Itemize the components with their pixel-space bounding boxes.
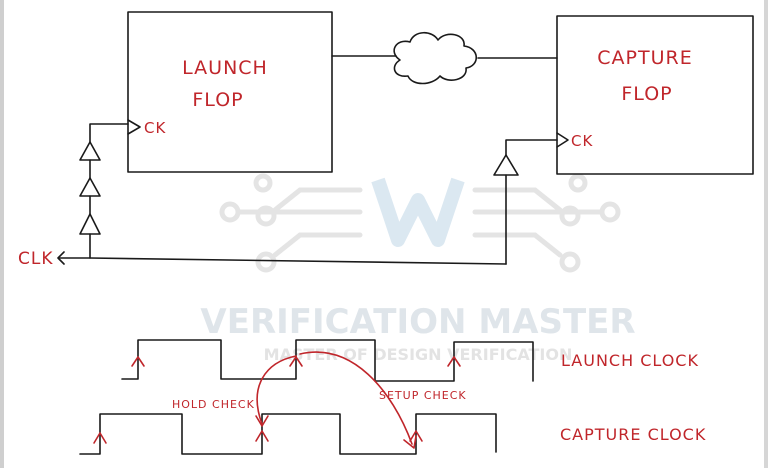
capture-flop-title: CAPTURE bbox=[597, 47, 692, 69]
clock-input-label: CLK bbox=[18, 249, 54, 269]
capture-clock-label: CAPTURE CLOCK bbox=[560, 425, 706, 444]
page-edge-left bbox=[0, 0, 4, 468]
capture-clock-buffer bbox=[493, 139, 558, 265]
launch-flop-box bbox=[127, 11, 333, 173]
capture-ck-pin-label: CK bbox=[571, 132, 593, 150]
setup-check-arrow bbox=[299, 351, 413, 445]
buffer-icon bbox=[493, 154, 519, 176]
capture-flop-box bbox=[556, 15, 754, 175]
capture-clock-rising-edge-markers bbox=[93, 430, 423, 444]
setup-check-arrowhead bbox=[403, 435, 417, 449]
setup-check-label: SETUP CHECK bbox=[379, 389, 467, 402]
hold-check-arrow bbox=[256, 355, 297, 425]
hold-check-arrowhead bbox=[255, 415, 269, 427]
buffer-icon bbox=[79, 177, 101, 197]
page-edge-right bbox=[764, 0, 768, 468]
capture-clock-waveform bbox=[79, 413, 497, 455]
combinational-logic-cloud bbox=[393, 31, 478, 85]
launch-clock-waveform bbox=[121, 339, 534, 382]
launch-clock-pin-symbol bbox=[127, 119, 141, 135]
buffer-icon bbox=[79, 141, 101, 161]
capture-flop-subtitle: FLOP bbox=[621, 83, 672, 105]
buffer-icon bbox=[79, 213, 101, 235]
watermark-tagline: MASTER OF DESIGN VERIFICATION bbox=[264, 345, 573, 364]
launch-flop-subtitle: FLOP bbox=[192, 89, 243, 111]
launch-clock-rising-edge-markers bbox=[131, 356, 461, 367]
clock-net bbox=[59, 257, 507, 265]
capture-clock-pin-symbol bbox=[556, 132, 569, 148]
launch-ck-pin-label: CK bbox=[144, 119, 166, 137]
launch-clock-buffer-chain bbox=[79, 123, 129, 259]
watermark-title: VERIFICATION MASTER bbox=[200, 302, 635, 342]
clock-input-arrow bbox=[57, 251, 65, 265]
hold-check-label: HOLD CHECK bbox=[172, 398, 255, 411]
watermark-logo bbox=[219, 173, 621, 273]
launch-clock-label: LAUNCH CLOCK bbox=[561, 351, 699, 370]
launch-flop-title: LAUNCH bbox=[182, 57, 268, 79]
